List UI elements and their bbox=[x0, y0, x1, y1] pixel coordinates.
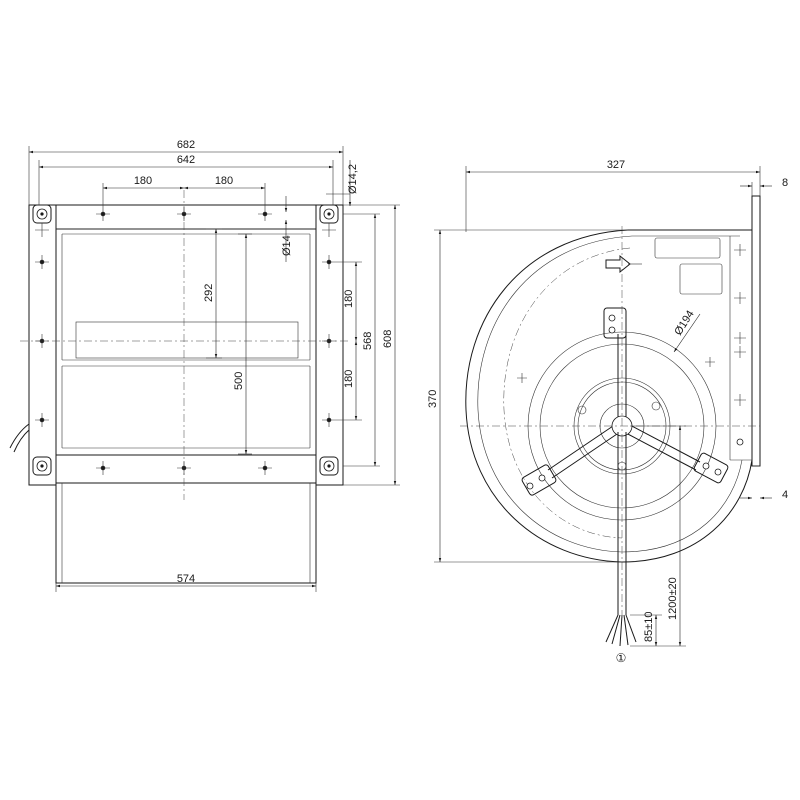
callout-marker: ① bbox=[616, 651, 627, 665]
outlet-flange bbox=[55, 482, 317, 584]
top-rail bbox=[55, 204, 317, 230]
dim-180-upper-label: 180 bbox=[343, 290, 355, 308]
dim-8-label: 8 bbox=[782, 177, 788, 189]
dim-292-label: 292 bbox=[203, 284, 215, 302]
dim-d14-label: Ø14 bbox=[281, 235, 293, 256]
dim-370-label: 370 bbox=[427, 390, 439, 408]
type-label bbox=[679, 263, 723, 295]
dim-327-label: 327 bbox=[607, 159, 625, 171]
rating-label bbox=[654, 237, 721, 259]
dim-strip-length-label: 85±10 bbox=[643, 611, 655, 642]
front-view: 682 642 180 180 Ø14,2 Ø14 292 500 bbox=[9, 139, 400, 592]
dim-500-label: 500 bbox=[233, 372, 245, 390]
dim-180-left-label: 180 bbox=[134, 175, 152, 187]
right-side-plate bbox=[315, 204, 344, 486]
dim-180-lower-label: 180 bbox=[343, 370, 355, 388]
left-side-plate bbox=[28, 204, 57, 486]
dim-682-label: 682 bbox=[177, 139, 195, 151]
flange-holes bbox=[734, 244, 746, 406]
cable-wires bbox=[605, 614, 637, 647]
side-view: 327 8 370 Ø194 4 1200±20 85±10 ① bbox=[427, 159, 788, 665]
dim-d194-label: Ø194 bbox=[672, 308, 696, 337]
dim-4-label: 4 bbox=[782, 489, 788, 501]
corner-slot-bl bbox=[32, 456, 52, 476]
motor-support-arms bbox=[521, 307, 729, 496]
power-cable-side bbox=[617, 432, 627, 615]
dim-d14-2-label: Ø14,2 bbox=[347, 164, 359, 194]
corner-slot-br bbox=[319, 456, 339, 476]
dim-608-label: 608 bbox=[382, 330, 394, 348]
mounting-flange bbox=[751, 195, 761, 467]
dim-574-label: 574 bbox=[177, 573, 195, 585]
scroll-housing bbox=[465, 229, 753, 563]
dim-cable-length-label: 1200±20 bbox=[667, 577, 679, 620]
dim-180-right-label: 180 bbox=[215, 175, 233, 187]
impeller-band bbox=[75, 321, 299, 359]
rotation-direction-arrow bbox=[605, 254, 631, 274]
power-cable bbox=[9, 423, 30, 449]
dim-642-label: 642 bbox=[177, 154, 195, 166]
dim-568-label: 568 bbox=[362, 332, 374, 350]
